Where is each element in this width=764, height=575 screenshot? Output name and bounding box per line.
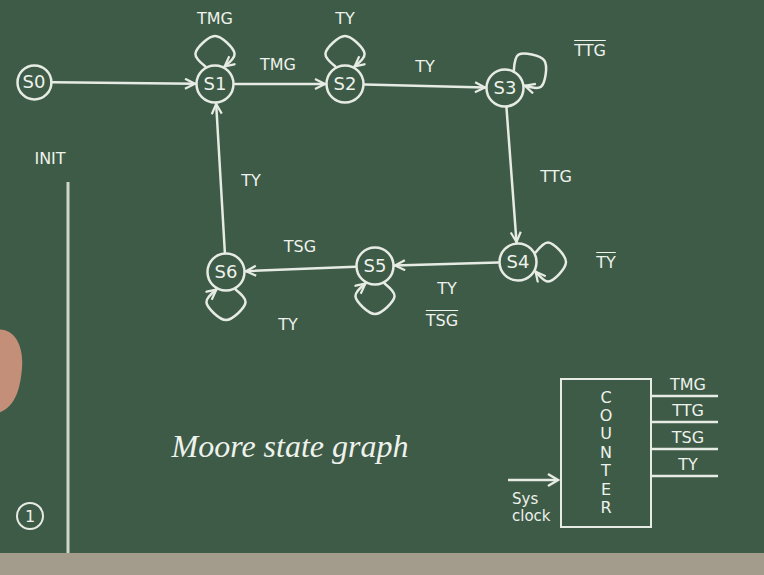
- self-loop: [325, 36, 364, 66]
- transition-arrow: [246, 267, 355, 271]
- transition-condition: TY: [239, 170, 263, 190]
- transition-condition: TY: [333, 8, 357, 28]
- board-frame: [0, 553, 764, 575]
- self-loop: [536, 242, 566, 281]
- self-loop: [206, 290, 245, 320]
- transition-condition: TY: [276, 314, 300, 334]
- state-circle: S2: [325, 64, 365, 104]
- transition-condition: TTG: [572, 40, 608, 60]
- margin-line: [67, 182, 70, 553]
- state-circle: S3: [485, 68, 525, 108]
- transition-condition: TSG: [424, 310, 460, 330]
- transition-arrow: [506, 108, 516, 242]
- output-wire: [652, 421, 718, 424]
- transition-condition: TY: [435, 278, 459, 298]
- output-wire: [652, 395, 718, 398]
- state-name: S6: [215, 262, 238, 282]
- counter-box: COUNTER: [560, 378, 652, 528]
- circle-outline: [327, 66, 364, 103]
- self-loop: [195, 36, 234, 66]
- clock-wire: [508, 479, 556, 482]
- state-name: S1: [204, 74, 227, 94]
- transition-condition: TTG: [538, 166, 574, 186]
- output-signal: TMG: [668, 374, 708, 394]
- state-circle: S5: [355, 246, 395, 286]
- caption-text: Moore state graph: [169, 426, 410, 465]
- transition-arrow: [216, 104, 225, 252]
- clock-arrowhead: [548, 474, 558, 486]
- state-name: S5: [364, 256, 387, 276]
- state-circle: S0: [16, 64, 53, 101]
- circle-outline: [197, 66, 234, 103]
- circle-outline: [208, 254, 245, 291]
- transition-condition: TMG: [258, 54, 298, 74]
- circle-outline: [487, 70, 524, 107]
- page-number: 1: [23, 506, 37, 526]
- transition-arrow: [235, 83, 325, 86]
- counter-name: COUNTER: [598, 389, 614, 518]
- transition-arrow: [365, 85, 485, 88]
- transition-condition: TY: [413, 56, 437, 76]
- state-name: S0: [23, 72, 46, 92]
- output-signal: TY: [676, 454, 700, 474]
- transition-arrow: [52, 82, 195, 84]
- circle-outline: [357, 248, 394, 285]
- self-loop: [355, 284, 394, 314]
- circle-outline: [17, 65, 51, 99]
- output-signal: TTG: [670, 400, 706, 420]
- state-annotation: INIT: [32, 148, 67, 168]
- counter-outputs: [652, 396, 718, 476]
- transition-arrow: [395, 263, 498, 266]
- state-circle: S4: [498, 242, 538, 282]
- number-ring: [17, 503, 43, 529]
- state-circle: S1: [195, 64, 235, 104]
- output-signal: TSG: [670, 427, 706, 447]
- state-name: S3: [494, 78, 517, 98]
- transition-condition: TSG: [282, 236, 318, 256]
- state-name: S2: [334, 74, 357, 94]
- clock-input: Sys clock: [510, 489, 558, 526]
- state-circle: S6: [206, 252, 246, 292]
- state-name: S4: [507, 252, 530, 272]
- transition-condition: TY: [594, 252, 618, 272]
- circle-outline: [500, 244, 537, 281]
- self-loop: [514, 54, 546, 88]
- output-wire: [652, 448, 718, 451]
- hand: [0, 329, 22, 414]
- output-wire: [652, 475, 718, 478]
- transition-condition: TMG: [195, 8, 235, 28]
